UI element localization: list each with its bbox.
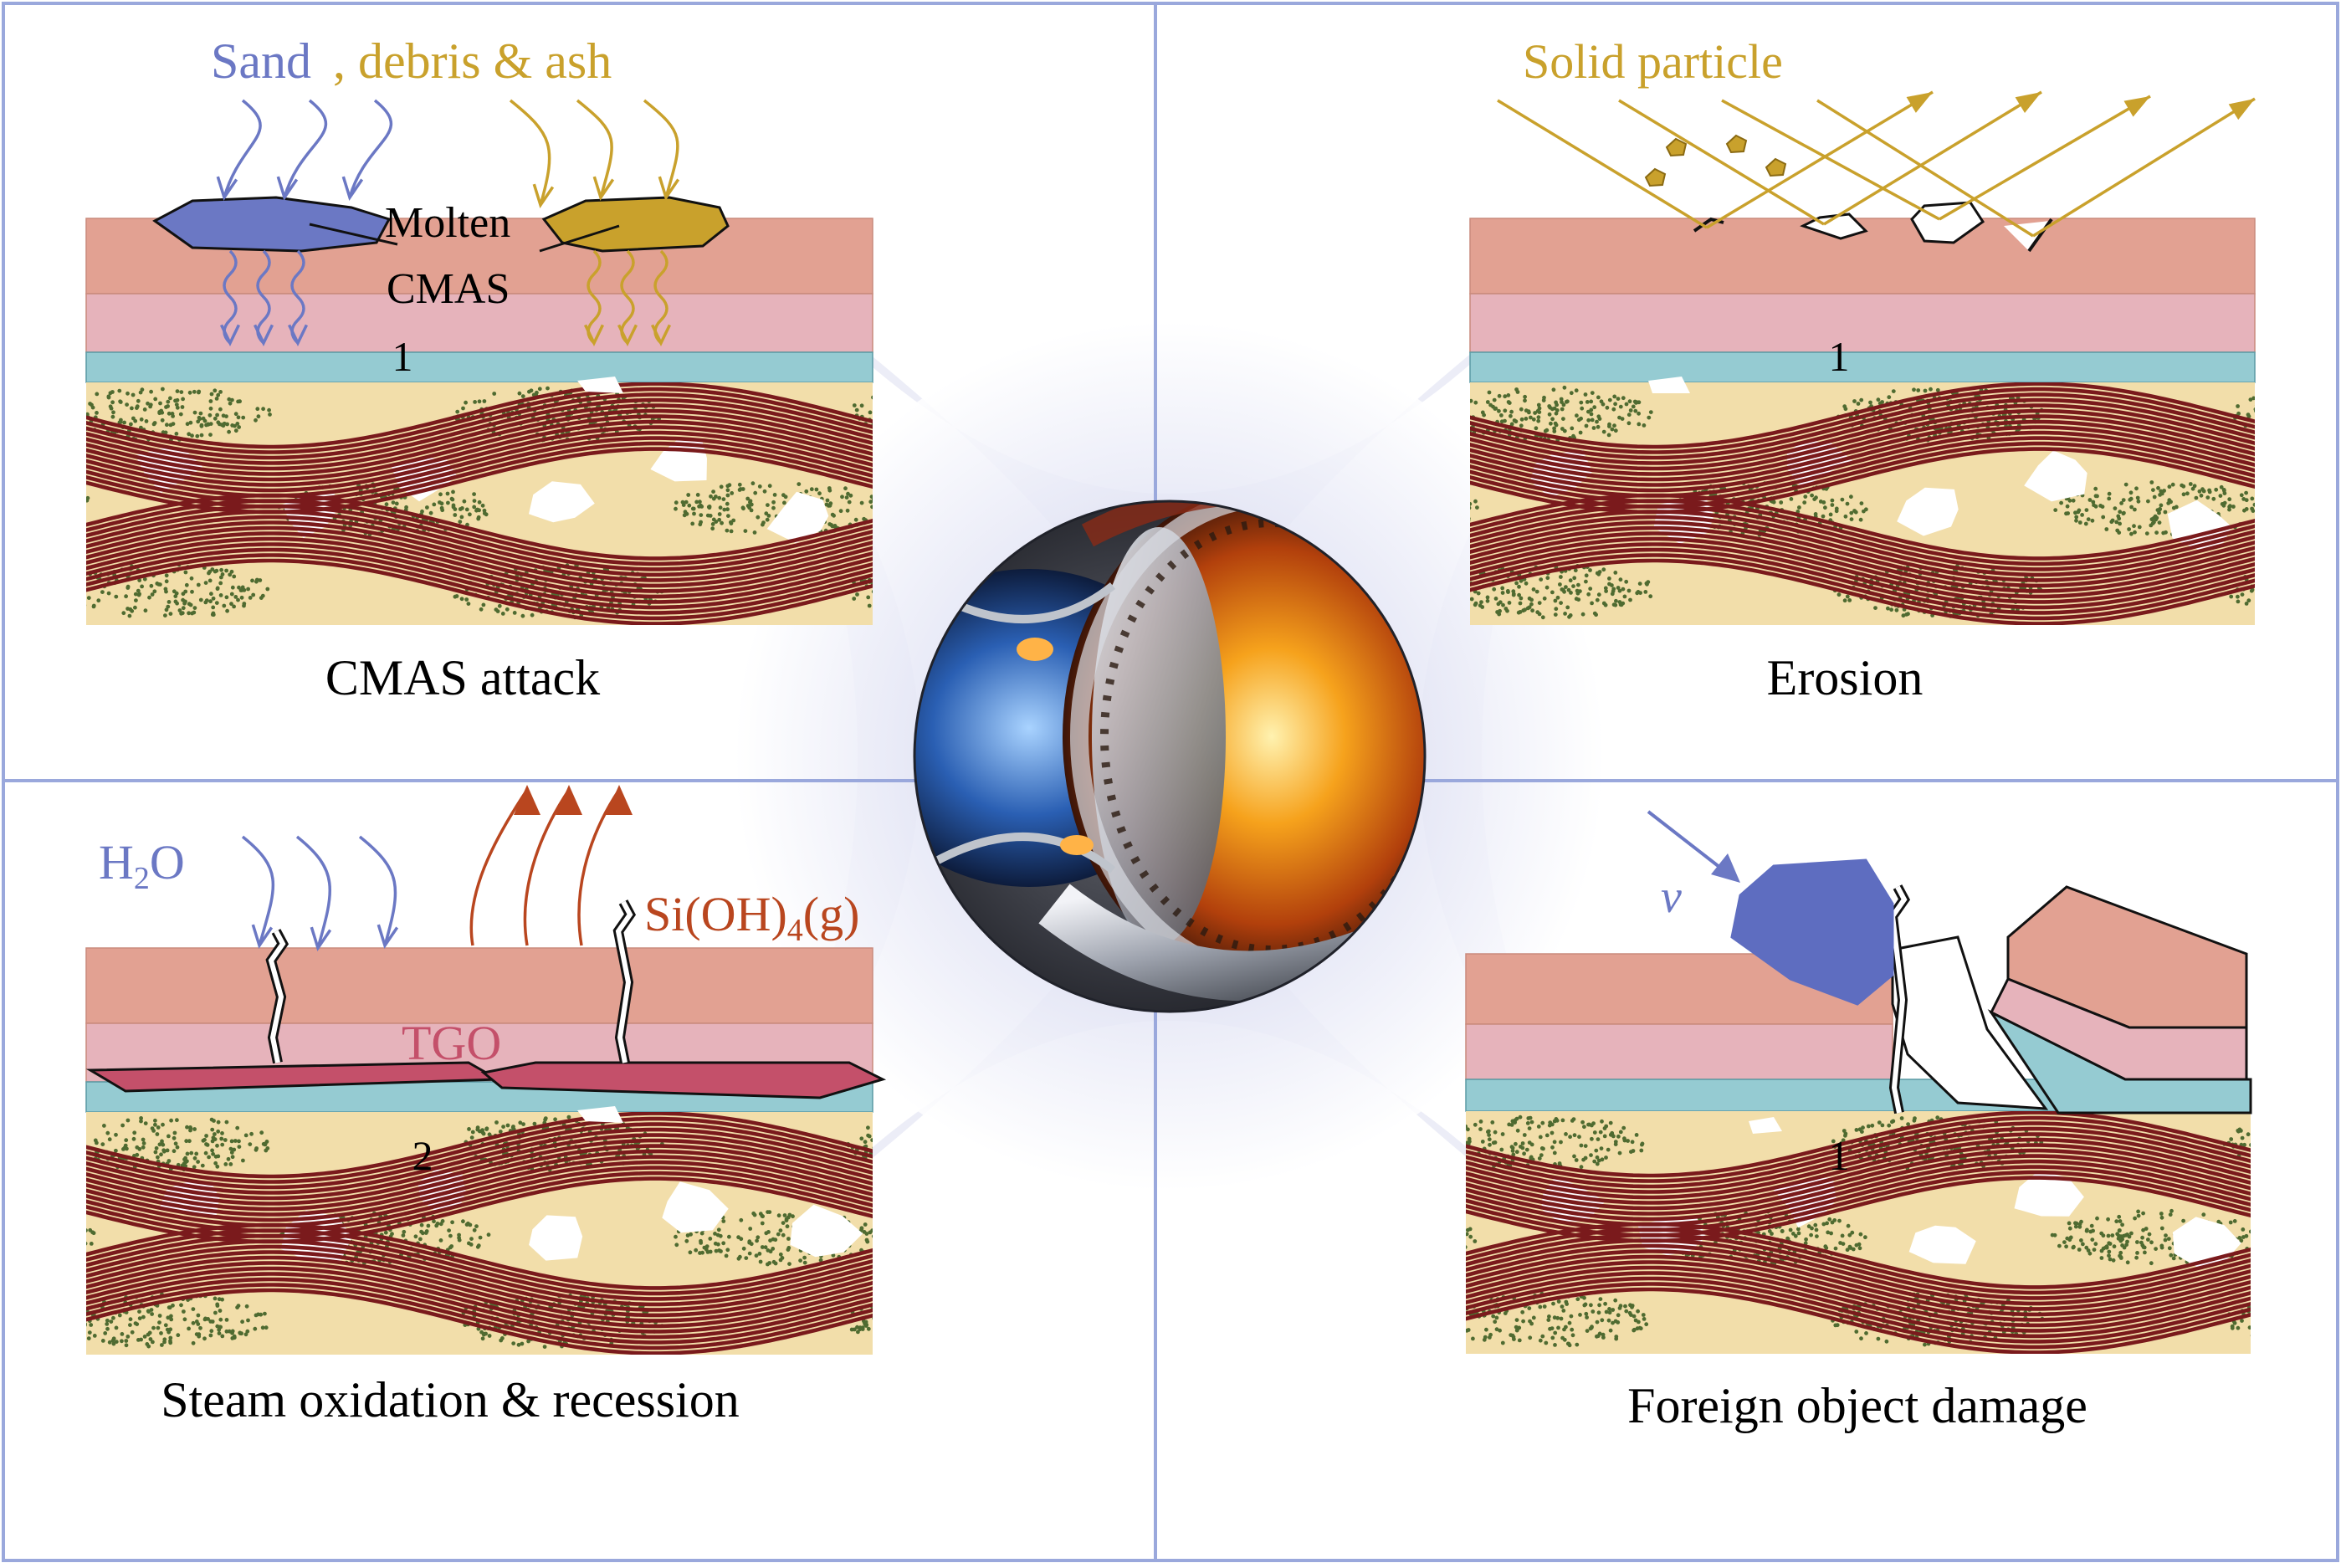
velocity-label: v [1661, 871, 1682, 923]
molten-label: Molten [385, 199, 510, 247]
sioh4-label: Si(OH)4(g) [644, 887, 859, 948]
debris-ash-label: , debris & ash [333, 33, 612, 89]
layer-number-label: 1 [1829, 1132, 1850, 1179]
sand-label: Sand [211, 33, 311, 89]
panel-caption: Foreign object damage [1627, 1378, 2087, 1433]
topcoat-layer [86, 948, 873, 1023]
bondcoat-layer [1466, 1024, 1893, 1079]
tgo-label: TGO [402, 1016, 501, 1070]
interlayer [1470, 352, 2255, 382]
layer-number-label: 1 [392, 333, 413, 380]
cmas-label: CMAS [387, 265, 510, 313]
solid-particle-label: Solid particle [1523, 34, 1783, 89]
panel-caption: Erosion [1767, 650, 1924, 705]
panel-caption: CMAS attack [325, 650, 600, 705]
panel-caption: Steam oxidation & recession [161, 1372, 740, 1427]
bondcoat-layer [1470, 294, 2255, 352]
interlayer [86, 352, 873, 382]
layer-number-label: 1 [1829, 333, 1850, 380]
layer-number-label: 2 [412, 1132, 433, 1179]
